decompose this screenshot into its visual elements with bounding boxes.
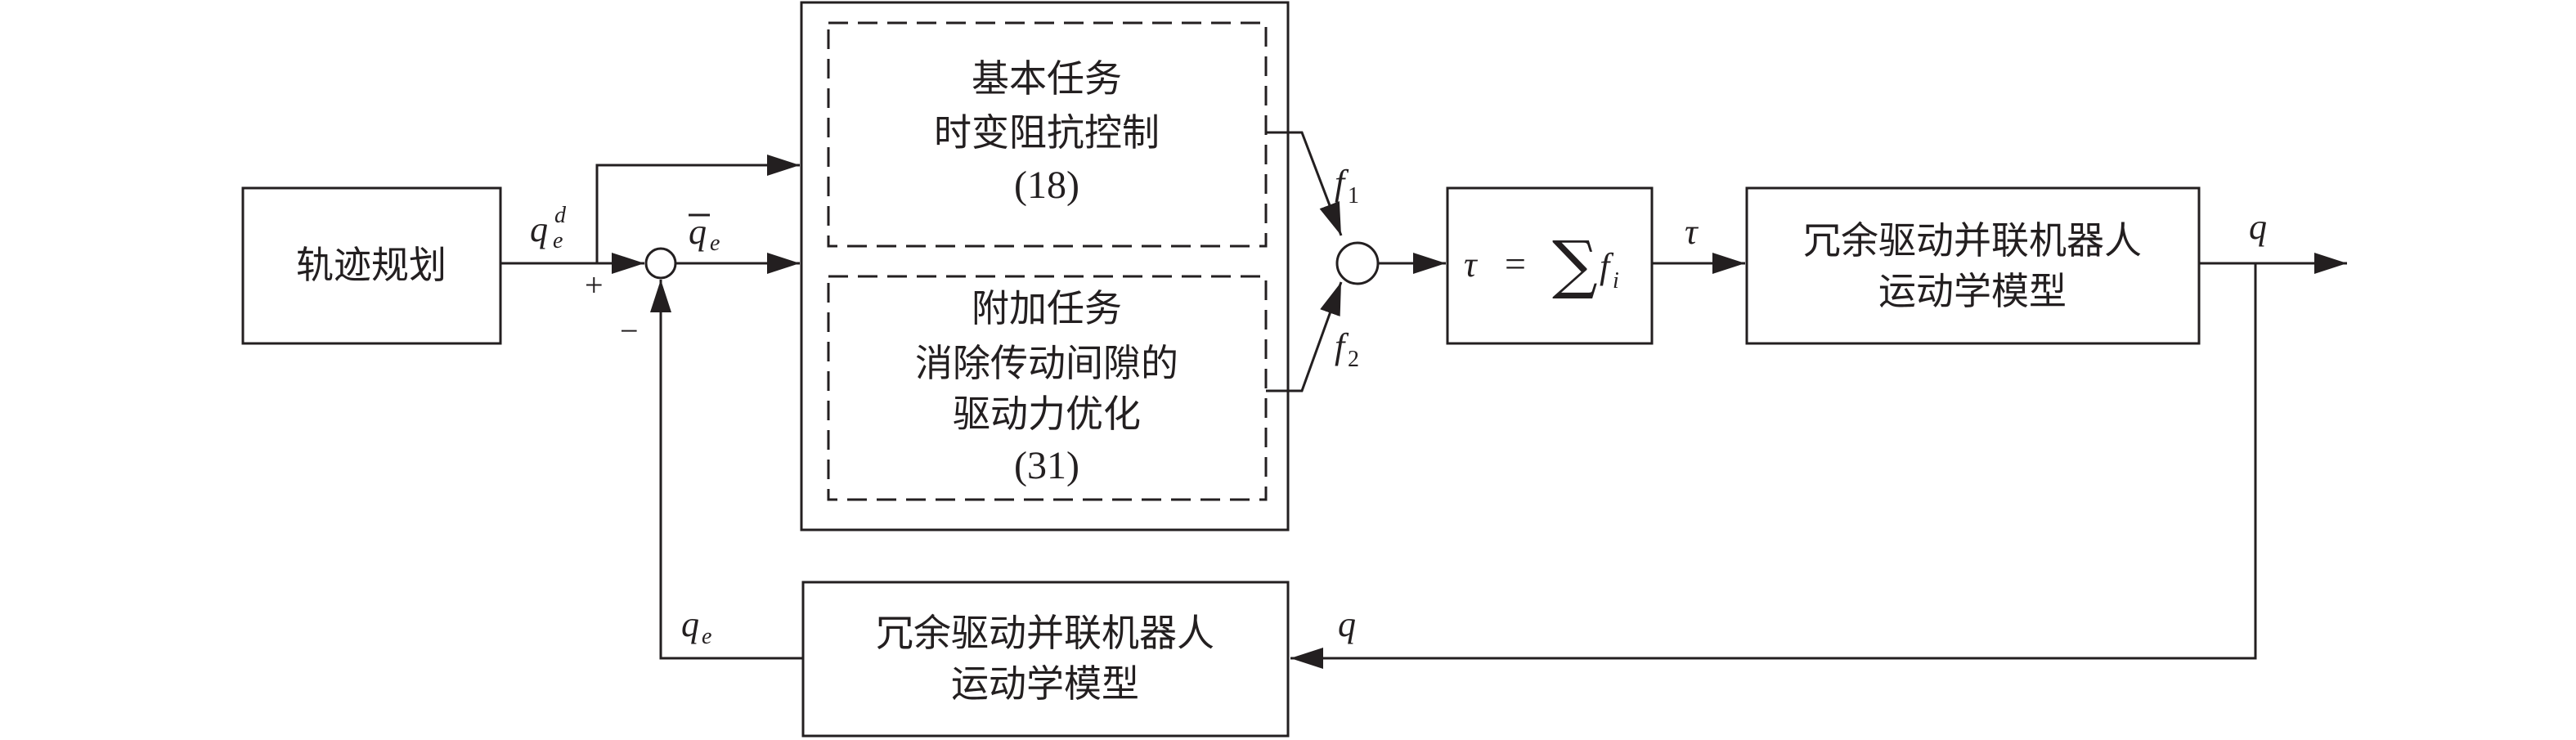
signal-tau: τ	[1685, 212, 1699, 252]
f2-sub: 2	[1348, 347, 1359, 372]
basic-task-block: 基本任务 时变阻抗控制 (18)	[827, 21, 1268, 248]
summing-junction-forces	[1335, 241, 1380, 285]
f-i-sub: i	[1613, 268, 1619, 294]
plus-sign: +	[585, 267, 604, 303]
q-e-sub: e	[702, 624, 711, 649]
basic-task-line-2: 时变阻抗控制	[934, 110, 1160, 155]
basic-task-line-1: 基本任务	[972, 56, 1122, 101]
trajectory-planning-label: 轨迹规划	[296, 243, 447, 287]
wire-branch-to-basic-task	[595, 155, 800, 263]
signal-q-e-d: q e d	[530, 203, 567, 253]
forward-model-line-2: 运动学模型	[1878, 269, 2067, 313]
q-e-d-sub: e	[553, 228, 563, 253]
forward-model-line-1: 冗余驱动并联机器人	[1803, 218, 2142, 262]
signal-q-bar-e: q e	[689, 212, 720, 256]
q-e-d-sup: d	[554, 203, 567, 228]
feedback-model-block: 冗余驱动并联机器人 运动学模型	[801, 581, 1290, 738]
feedback-model-line-1: 冗余驱动并联机器人	[876, 611, 1214, 655]
summing-junction-error	[644, 247, 677, 280]
trajectory-planning-block: 轨迹规划	[241, 186, 502, 345]
wire-f2	[1266, 281, 1343, 392]
additional-task-equation-ref: (31)	[1014, 444, 1079, 487]
minus-sign: −	[620, 312, 639, 349]
q-bar-e-sub: e	[710, 231, 720, 256]
additional-task-block: 附加任务 消除传动间隙的 驱动力优化 (31)	[827, 275, 1268, 501]
signal-f1: f 1	[1335, 163, 1359, 209]
signal-f2: f 2	[1335, 326, 1359, 372]
additional-task-line-1: 附加任务	[972, 286, 1122, 330]
additional-task-line-3: 驱动力优化	[953, 392, 1141, 436]
wire-feedback-q-e	[650, 280, 803, 660]
feedback-model-line-2: 运动学模型	[951, 662, 1139, 706]
q-e-d-base: q	[530, 209, 548, 249]
basic-task-equation-ref: (18)	[1014, 164, 1079, 207]
tau-lhs: τ	[1464, 244, 1479, 285]
equals-sign: =	[1505, 243, 1526, 285]
additional-task-line-2: 消除传动间隙的	[915, 341, 1178, 385]
q-bar-e-base: q	[689, 212, 707, 252]
signal-q-e: q e	[681, 604, 711, 649]
forward-model-block: 冗余驱动并联机器人 运动学模型	[1745, 186, 2201, 345]
f1-sub: 1	[1348, 183, 1359, 209]
wire-feedback-q	[1290, 263, 2257, 669]
sum-symbol: ∑	[1552, 228, 1598, 302]
signal-q-feedback: q	[1338, 604, 1356, 644]
controller-outer-box	[800, 1, 1290, 531]
torque-sum-block: τ = ∑ f i	[1446, 186, 1654, 345]
q-e-base: q	[681, 604, 699, 644]
wire-f1	[1266, 131, 1343, 236]
signal-q-output: q	[2249, 207, 2267, 247]
